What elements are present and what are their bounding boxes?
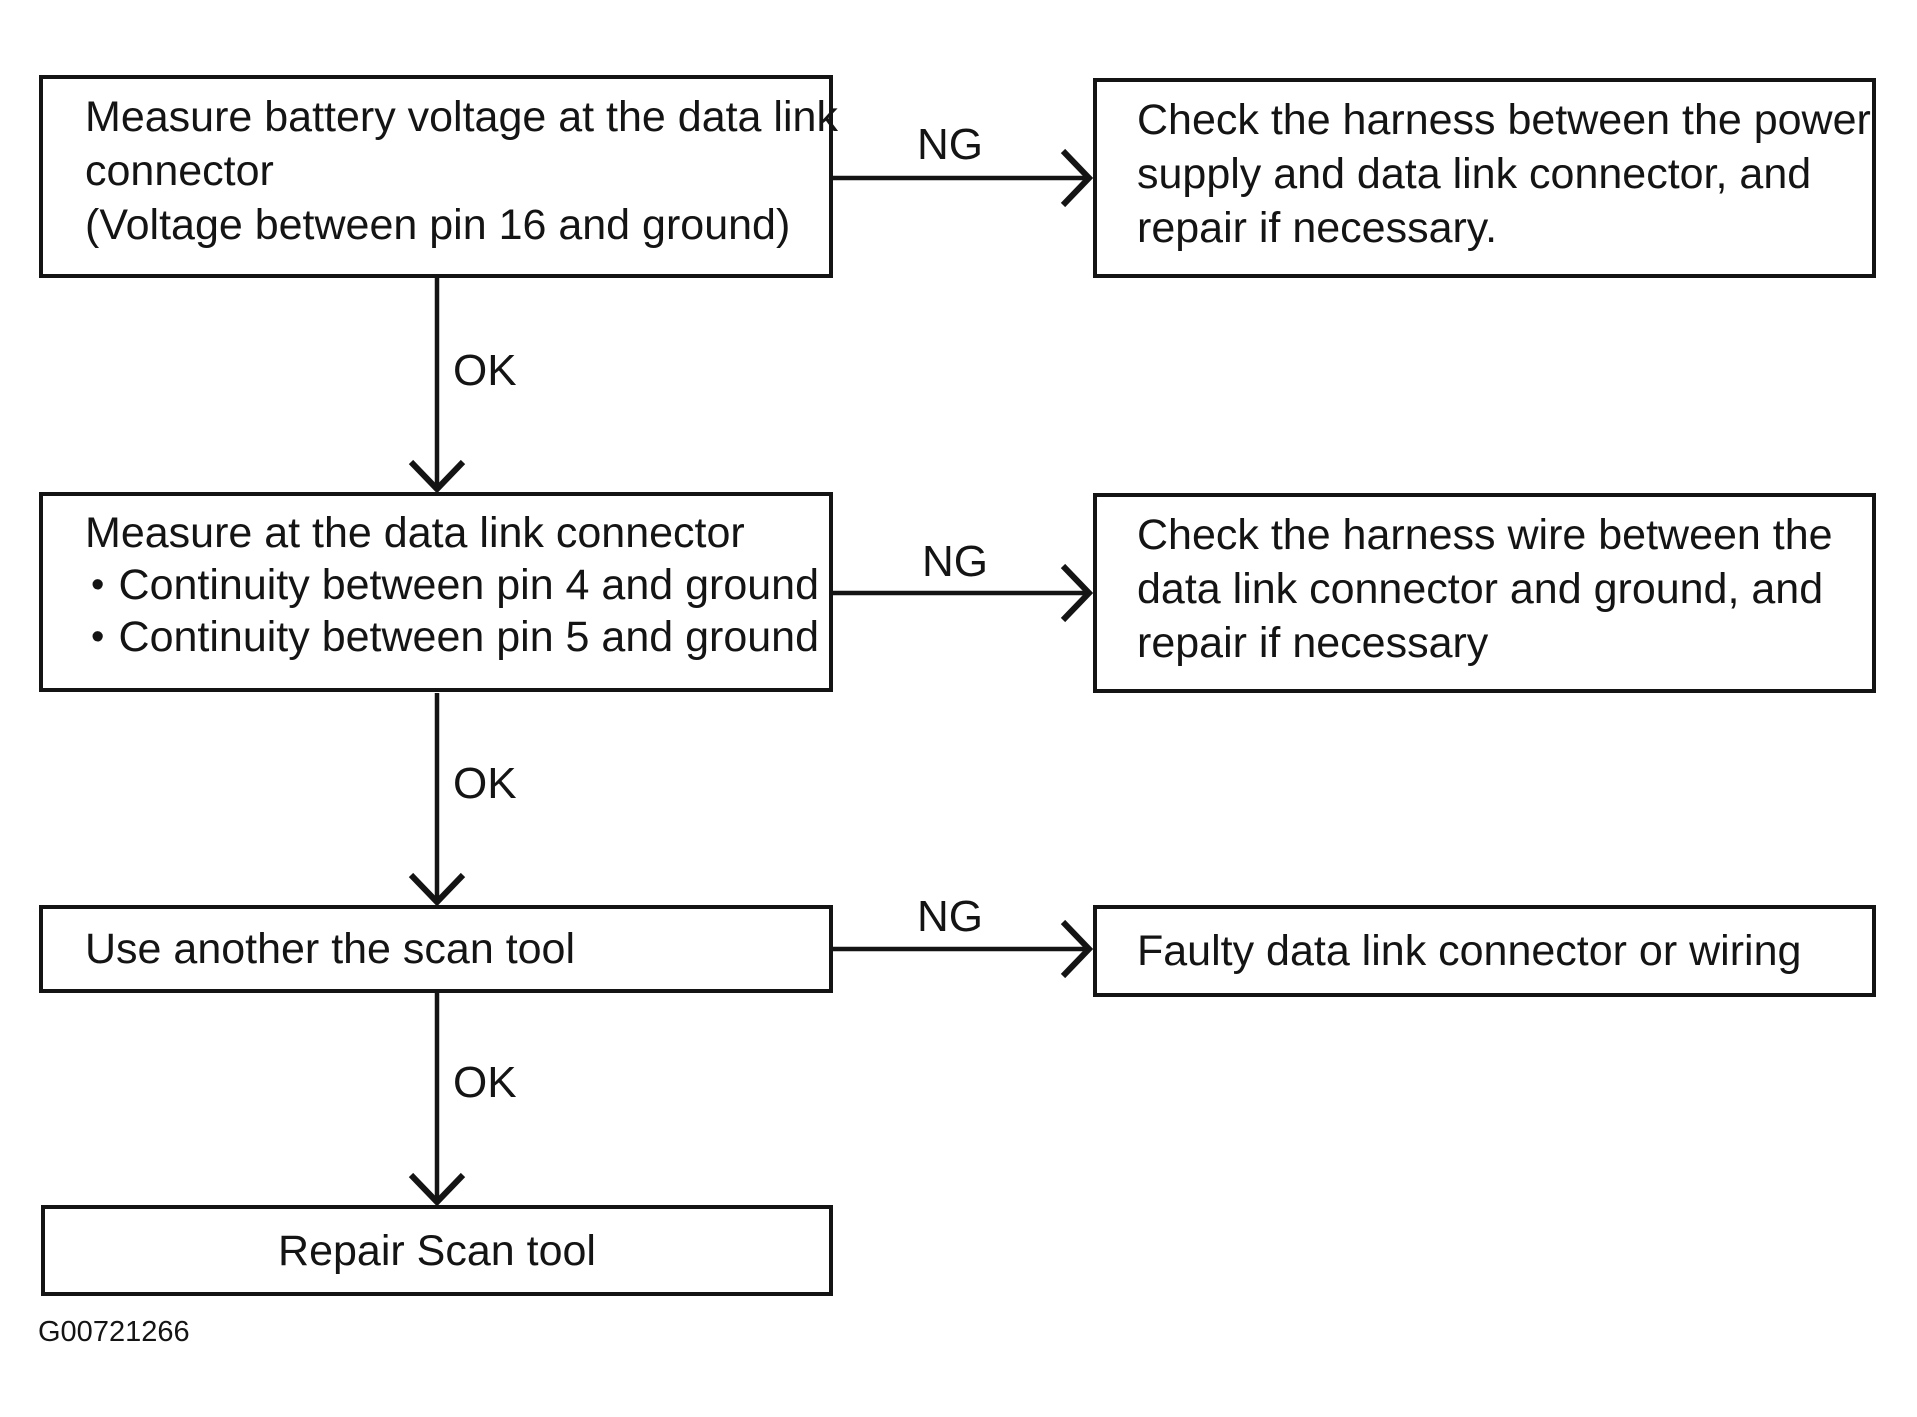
arrow-ng-2-head-icon: [1060, 563, 1094, 623]
node-text-line: repair if necessary.: [1137, 204, 1498, 252]
arrow-ng-1: [833, 148, 1094, 208]
arrow-ok-3: [408, 993, 466, 1207]
flow-node-measure-continuity: Measure at the data link connector • Con…: [39, 492, 833, 692]
node-text-line: connector: [85, 147, 274, 195]
bullet-item: • Continuity between pin 5 and ground: [85, 611, 819, 663]
node-text-line: Continuity between pin 5 and ground: [118, 613, 819, 661]
node-text-line: Check the harness between the power: [1137, 96, 1871, 144]
node-text-line: Measure battery voltage at the data link: [85, 93, 838, 141]
arrow-ng-3-head-icon: [1060, 919, 1094, 979]
arrow-ok-2: [408, 693, 466, 907]
node-text-line: data link connector and ground, and: [1137, 565, 1824, 613]
figure-id-label: G00721266: [38, 1316, 190, 1348]
edge-label-ng-1: NG: [917, 120, 983, 169]
arrow-ok-2-head-icon: [408, 872, 466, 907]
node-text-line: repair if necessary: [1137, 619, 1489, 667]
flow-node-faulty-connector: Faulty data link connector or wiring: [1093, 905, 1876, 997]
edge-label-ok-2: OK: [453, 759, 517, 808]
bullet-icon: •: [91, 564, 105, 606]
edge-label-ok-1: OK: [453, 346, 517, 395]
node-text-line: Faulty data link connector or wiring: [1137, 927, 1802, 975]
bullet-icon: •: [91, 616, 105, 658]
arrow-ok-3-head-icon: [408, 1172, 466, 1207]
flow-node-repair-scan-tool: Repair Scan tool: [41, 1205, 833, 1296]
flow-node-check-power-harness: Check the harness between the power supp…: [1093, 78, 1876, 278]
flow-node-measure-battery-voltage: Measure battery voltage at the data link…: [39, 75, 838, 278]
node-text-line: Measure at the data link connector: [85, 509, 745, 557]
flow-node-use-another-scan-tool: Use another the scan tool: [39, 905, 833, 993]
arrow-ok-1: [408, 278, 466, 494]
node-text-line: supply and data link connector, and: [1137, 150, 1812, 198]
arrow-ng-1-head-icon: [1060, 148, 1094, 208]
arrow-ng-2: [833, 563, 1094, 623]
node-text-line: Repair Scan tool: [278, 1226, 596, 1275]
arrow-ng-3: [833, 919, 1094, 979]
node-text-line: (Voltage between pin 16 and ground): [85, 201, 791, 249]
flow-node-check-ground-harness: Check the harness wire between the data …: [1093, 493, 1876, 693]
node-text-line: Continuity between pin 4 and ground: [118, 561, 819, 609]
edge-label-ok-3: OK: [453, 1058, 517, 1107]
edge-label-ng-2: NG: [922, 537, 988, 586]
arrow-ok-1-head-icon: [408, 459, 466, 494]
node-text-line: Check the harness wire between the: [1137, 511, 1833, 559]
bullet-item: • Continuity between pin 4 and ground: [85, 559, 819, 611]
node-text-line: Use another the scan tool: [85, 925, 576, 973]
edge-label-ng-3: NG: [917, 892, 983, 941]
